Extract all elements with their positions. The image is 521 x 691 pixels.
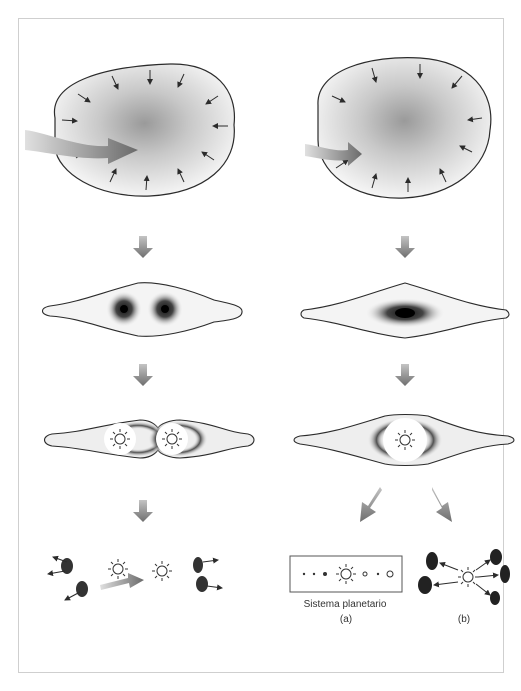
caption-a: (a) <box>334 614 358 625</box>
right-multiple-system <box>418 549 510 605</box>
left-cloud <box>25 64 234 196</box>
star-icon <box>152 561 172 581</box>
step-arrow-right-2 <box>395 364 415 386</box>
step-arrow-left-3 <box>133 500 153 522</box>
left-binary-ejection <box>48 557 222 600</box>
step-arrow-left-2 <box>133 364 153 386</box>
branch-arrows <box>360 487 452 522</box>
right-disc-single-core <box>301 283 509 338</box>
left-disc-two-protostars <box>45 420 255 458</box>
motion-arrow <box>100 573 144 590</box>
step-arrow-right-1 <box>395 236 415 258</box>
star-icon <box>458 567 478 587</box>
right-disc-protostar <box>294 415 514 466</box>
right-cloud <box>305 58 491 198</box>
planetary-system-label: Sistema planetario <box>290 599 400 610</box>
caption-b: (b) <box>452 614 476 625</box>
left-disc-binary-cores <box>43 283 243 337</box>
star-icon <box>108 559 128 579</box>
planetary-system-box <box>290 556 402 592</box>
step-arrow-left-1 <box>133 236 153 258</box>
